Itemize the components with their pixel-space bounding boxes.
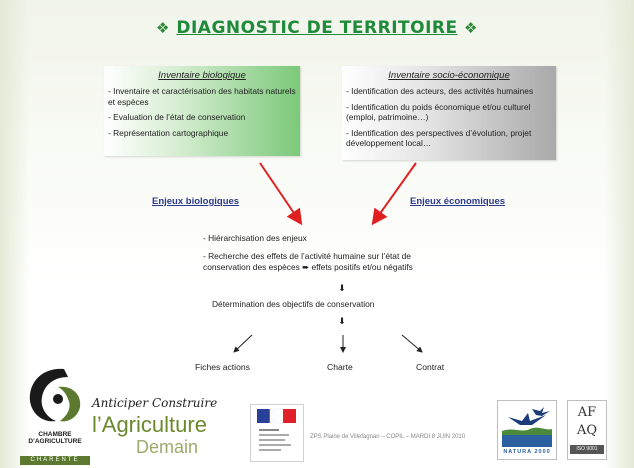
prefecture-logo — [250, 404, 304, 462]
inventaire-biologique-heading: Inventaire biologique — [158, 70, 246, 81]
inventaire-socio-box: Inventaire socio-économique - Identifica… — [342, 66, 556, 160]
chambre-swirl-icon — [29, 368, 81, 422]
chambre-agriculture-logo: CHAMBRE D’AGRICULTURE CHARENTE — [20, 365, 90, 465]
afaq-logo: AF AQ ISO 9001 — [567, 400, 607, 460]
afaq-top: AF — [577, 405, 597, 420]
inventaire-socio-heading: Inventaire socio-économique — [388, 70, 510, 81]
agri-slogan-main: l’Agriculture — [92, 412, 207, 437]
agri-slogan-top: Anticiper Construire — [92, 396, 218, 410]
arrow-contrat — [401, 334, 423, 353]
enjeux-economiques-label: Enjeux économiques — [410, 196, 506, 207]
red-arrow-right — [371, 162, 417, 226]
slide-title: ❖ DIAGNOSTIC DE TERRITOIRE ❖ — [0, 18, 634, 38]
footer-text: ZPS Plaine de Villefagnan – COPIL – MARD… — [310, 434, 466, 440]
bio-item: - Inventaire et caractérisation des habi… — [108, 86, 296, 107]
down-arrow-icon: ⬇ — [338, 316, 346, 326]
natura-2000-logo: NATURA 2000 — [497, 400, 557, 460]
afaq-iso-label: ISO 9001 — [570, 445, 604, 454]
title-text: DIAGNOSTIC DE TERRITOIRE — [176, 18, 458, 38]
contrat-label: Contrat — [416, 362, 445, 372]
socio-item: - Identification du poids économique et/… — [346, 101, 531, 123]
down-arrow-icon: ⬇ — [338, 283, 346, 293]
natura-label: NATURA 2000 — [503, 449, 551, 455]
agriculture-slogan-logo: Anticiper Construire l’Agriculture Demai… — [92, 396, 232, 466]
step-hierarchisation: - Hiérarchisation des enjeux — [203, 233, 307, 243]
chambre-label: CHAMBRE D’AGRICULTURE — [28, 431, 82, 445]
arrow-fiches — [233, 334, 253, 353]
inventaire-biologique-box: Inventaire biologique - Inventaire et ca… — [104, 66, 300, 156]
diamond-ornament-icon: ❖ — [156, 19, 170, 37]
socio-item: - Identification des perspectives d’évol… — [346, 127, 532, 149]
right-band — [604, 0, 634, 468]
step-objectifs: Détermination des objectifs de conservat… — [212, 299, 375, 309]
agri-slogan-bottom: Demain — [136, 437, 199, 457]
bio-item: - Evaluation de l’état de conservation — [108, 112, 246, 122]
enjeux-biologiques-label: Enjeux biologiques — [152, 196, 240, 207]
charente-label: CHARENTE — [20, 456, 90, 465]
bio-item: - Représentation cartographique — [108, 127, 229, 138]
step-recherche-effets: - Recherche des effets de l’activité hum… — [203, 251, 413, 272]
left-band — [0, 0, 30, 468]
red-arrow-left — [259, 162, 303, 226]
natura-bird-icon — [498, 401, 556, 459]
diamond-ornament-icon: ❖ — [464, 19, 478, 37]
marianne-flag-icon — [257, 408, 296, 451]
socio-item: - Identification des acteurs, des activi… — [346, 86, 534, 96]
afaq-mid: AQ — [576, 423, 598, 438]
charte-label: Charte — [327, 362, 353, 372]
fiches-actions-label: Fiches actions — [195, 362, 250, 372]
